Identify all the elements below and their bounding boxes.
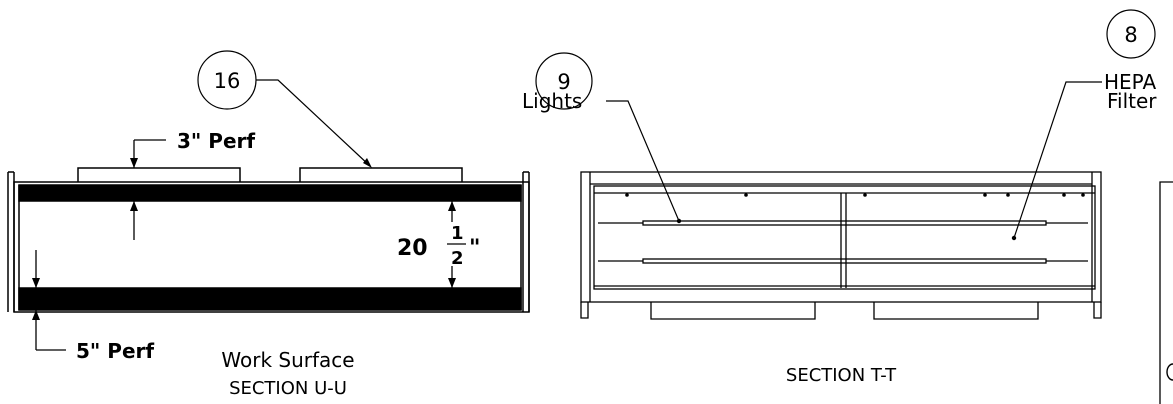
balloon-8 (1013, 9, 1156, 239)
balloon-16-label: 16 (214, 69, 241, 93)
perf-bottom-dimension (32, 250, 66, 351)
height-denominator: 2 (451, 248, 464, 269)
lights-label: Lights (522, 89, 582, 113)
balloon-9 (535, 52, 680, 222)
section-t-caption: SECTION T-T (786, 365, 897, 386)
section-u-u-view (7, 167, 530, 313)
perf-band-top (18, 184, 522, 202)
lights-leader-dot (676, 218, 682, 224)
section-u-caption: SECTION U-U (229, 378, 347, 399)
partial-glyph (1166, 363, 1173, 381)
bottom-foot-right (873, 302, 1039, 320)
work-surface-caption: Work Surface (221, 348, 354, 372)
balloon-9-label: 9 (557, 70, 570, 94)
balloon-8-label: 8 (1124, 23, 1137, 47)
perf-top-dimension (130, 139, 166, 240)
balloon-16 (197, 50, 371, 167)
perf-bottom-label: 5" Perf (76, 339, 154, 363)
outer-frame-t (580, 171, 1102, 303)
height-whole: 20 (397, 236, 428, 261)
height-numerator: 1 (451, 223, 464, 244)
fastener-dots (625, 193, 1085, 197)
hepa-leader-dot (1011, 235, 1017, 241)
light-tube-top (642, 220, 1047, 226)
bottom-foot-left (650, 302, 816, 320)
height-dimension (447, 201, 466, 288)
section-t-t-view (580, 171, 1102, 320)
hepa-label-line1: HEPA (1104, 70, 1156, 94)
leader-arrow-16 (363, 158, 372, 168)
partial-view-edge (1159, 181, 1173, 404)
light-tube-bottom (642, 258, 1047, 264)
height-inch-mark: " (469, 236, 480, 261)
perf-top-label: 3" Perf (177, 129, 255, 153)
hepa-label-line2: Filter (1107, 89, 1157, 113)
perf-band-bottom (18, 287, 522, 311)
